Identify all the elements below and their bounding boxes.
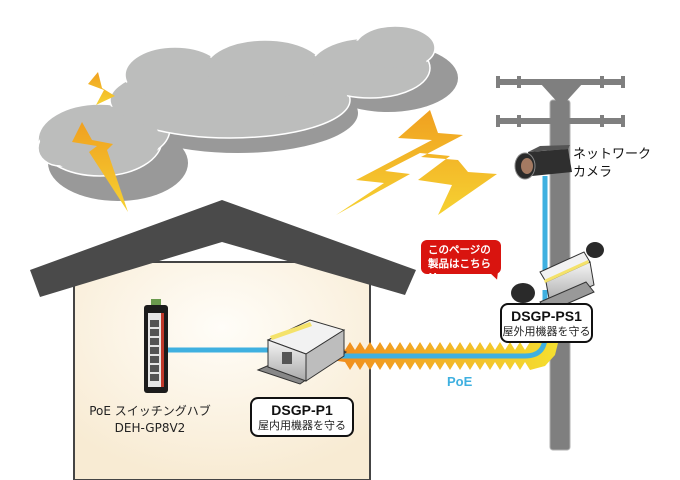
dsgp-ps1-label: DSGP-PS1 屋外用機器を守る — [500, 303, 593, 343]
house — [30, 200, 416, 480]
switch-label: PoE スイッチングハブ DEH-GP8V2 — [80, 403, 220, 437]
camera-label-line1: ネットワーク — [573, 147, 652, 162]
poe-switch-device — [144, 299, 168, 393]
lightning-bolt-left — [72, 122, 128, 212]
camera-label-line2: カメラ — [573, 165, 613, 180]
callout-line2: 製品はこちら !! — [428, 258, 491, 284]
lightning-bolts — [72, 72, 497, 215]
dsgp-ps1-description: 屋外用機器を守る — [502, 325, 591, 338]
switch-label-line1: PoE スイッチングハブ — [89, 404, 211, 418]
dsgp-p1-description: 屋内用機器を守る — [258, 419, 346, 432]
lightning-bolt-center — [336, 110, 497, 215]
lightning-bolt-small — [88, 72, 115, 105]
product-link-callout[interactable]: このページの 製品はこちら !! — [421, 240, 501, 284]
dsgp-ps1-model: DSGP-PS1 — [511, 308, 582, 324]
dsgp-p1-device — [256, 319, 348, 385]
network-camera — [514, 145, 572, 180]
camera-label: ネットワーク カメラ — [573, 146, 651, 182]
callout-line1: このページの — [428, 244, 491, 256]
storm-clouds — [37, 25, 458, 201]
dsgp-p1-label: DSGP-P1 屋内用機器を守る — [250, 397, 354, 437]
dsgp-p1-model: DSGP-P1 — [271, 402, 333, 418]
switch-label-line2: DEH-GP8V2 — [114, 421, 186, 435]
poe-label: PoE — [447, 374, 473, 389]
